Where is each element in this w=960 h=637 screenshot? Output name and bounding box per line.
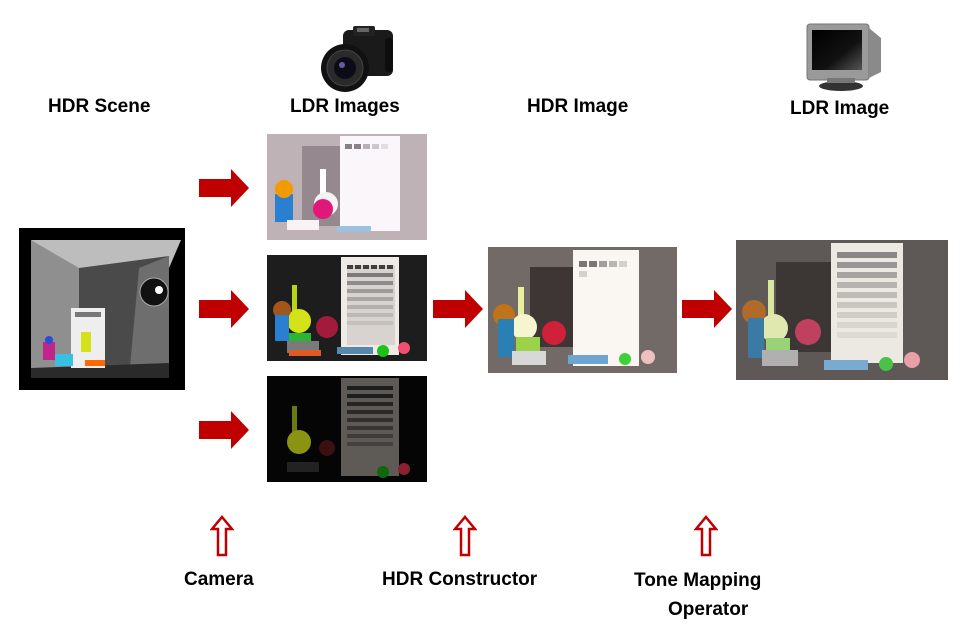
- hdr-scene-image: [19, 228, 185, 390]
- label-ldr-image: LDR Image: [790, 98, 890, 119]
- label-tone-mapping: Tone Mapping: [634, 570, 762, 591]
- up-arrow-tone-mapping: [693, 515, 719, 562]
- crt-monitor-icon: [805, 22, 885, 94]
- right-arrow-camera-3: [199, 411, 249, 454]
- right-arrow-hdr-constructor: [433, 290, 483, 333]
- ldr-output-image: [736, 240, 948, 380]
- label-hdr-constructor: HDR Constructor: [382, 569, 538, 590]
- ldr-image-underexposed: [267, 376, 427, 482]
- ldr-image-medium: [267, 255, 427, 361]
- camera-icon: [315, 24, 397, 94]
- label-camera: Camera: [184, 569, 254, 590]
- hdr-image: [488, 247, 677, 373]
- up-arrow-camera: [209, 515, 235, 562]
- right-arrow-camera-1: [199, 169, 249, 212]
- up-arrow-hdr-constructor: [452, 515, 478, 562]
- right-arrow-camera-2: [199, 290, 249, 333]
- ldr-image-overexposed: [267, 134, 427, 240]
- label-hdr-image: HDR Image: [527, 96, 629, 117]
- right-arrow-tone-mapping: [682, 290, 732, 333]
- label-hdr-scene: HDR Scene: [48, 96, 151, 117]
- label-operator: Operator: [668, 599, 749, 620]
- label-ldr-images: LDR Images: [290, 96, 400, 117]
